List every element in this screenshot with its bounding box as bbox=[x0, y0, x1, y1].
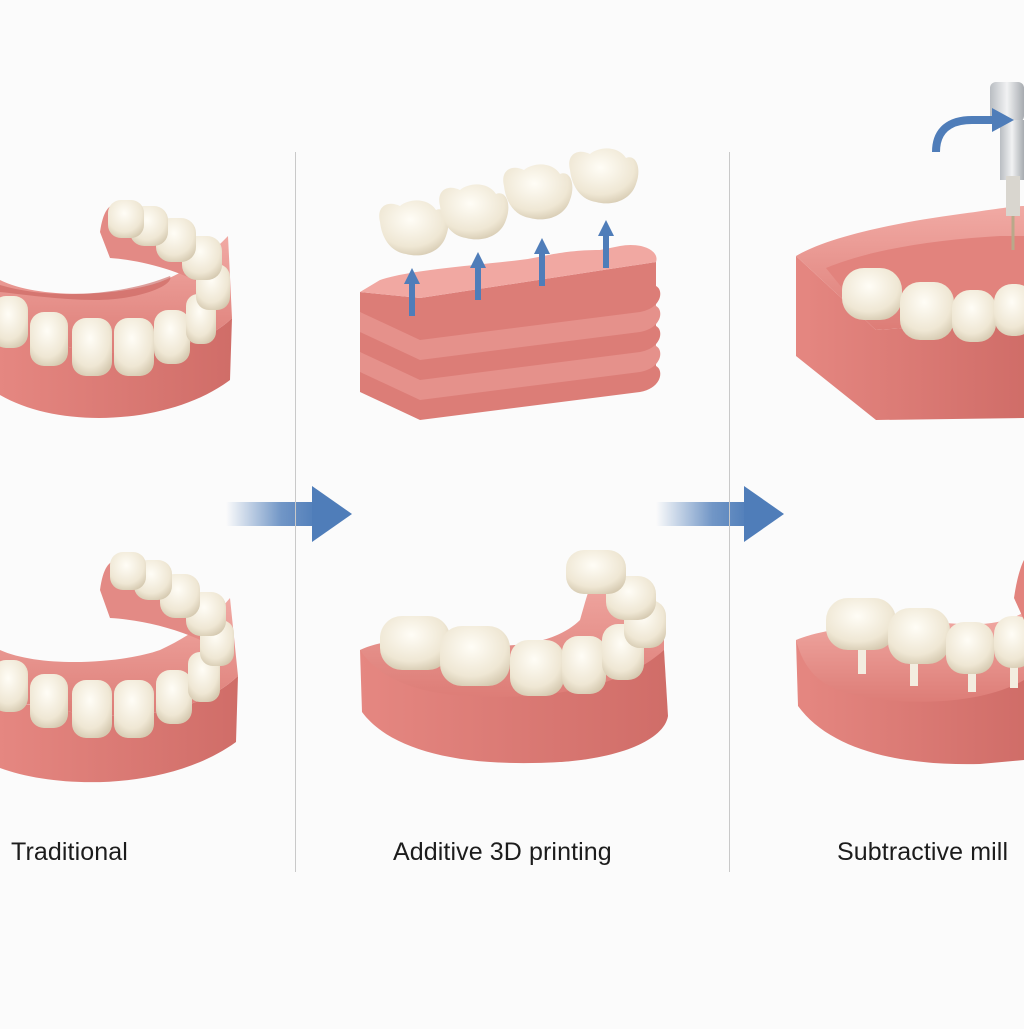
caption-subtractive: Subtractive mill bbox=[837, 838, 1009, 866]
additive-finished-arch bbox=[360, 550, 668, 764]
curved-arrow-icon bbox=[932, 108, 1014, 153]
tooth-row-bottom-1 bbox=[0, 552, 234, 738]
subtractive-finished-arch bbox=[796, 560, 1024, 765]
panel-divider-2 bbox=[729, 152, 730, 872]
lifted-crowns bbox=[379, 148, 639, 256]
right-arrow-icon bbox=[226, 486, 352, 542]
traditional-denture-top bbox=[0, 200, 232, 418]
milling-spindle-icon bbox=[990, 82, 1024, 250]
right-arrow-icon-2 bbox=[656, 486, 784, 542]
tooth-row-top-1 bbox=[0, 200, 230, 376]
panel-divider-1 bbox=[295, 152, 296, 872]
traditional-denture-bottom bbox=[0, 552, 238, 783]
milling-block bbox=[796, 206, 1024, 420]
additive-layered-base bbox=[360, 244, 661, 420]
caption-traditional: Traditional bbox=[11, 838, 128, 866]
caption-additive: Additive 3D printing bbox=[393, 838, 612, 866]
up-arrow-icon bbox=[404, 220, 614, 316]
